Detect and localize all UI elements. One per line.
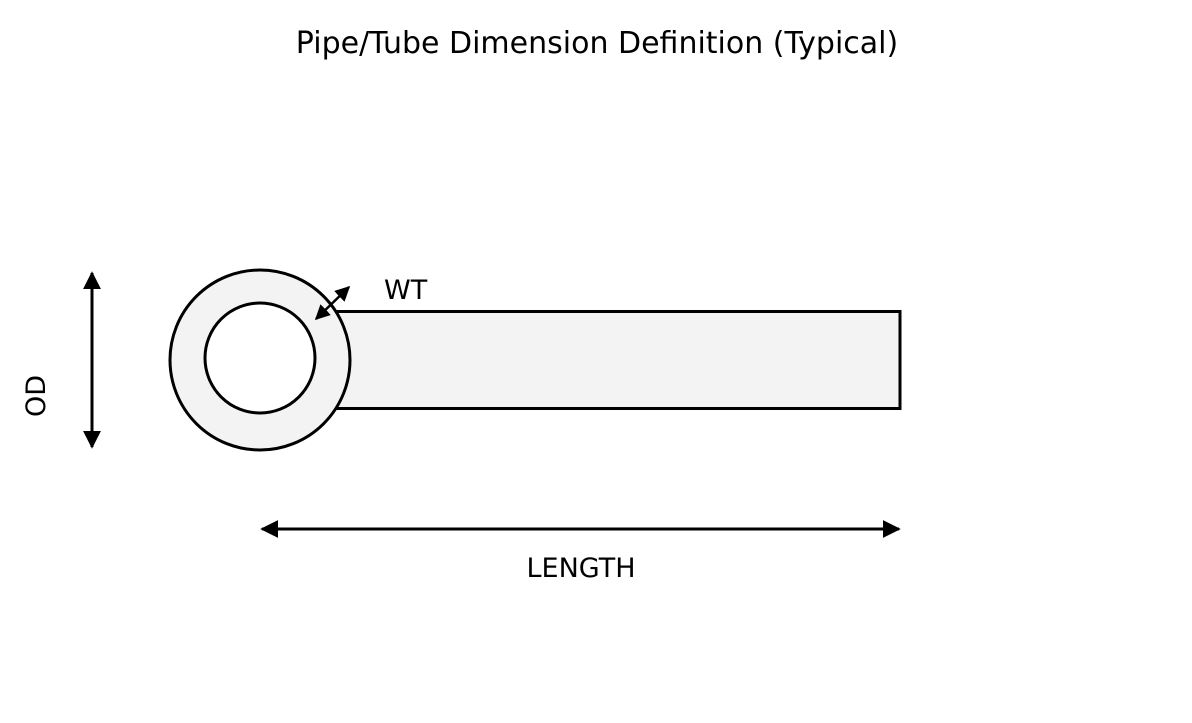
od-label: OD — [21, 375, 52, 417]
wt-dimension-arrow — [314, 285, 351, 321]
length-label: LENGTH — [526, 553, 635, 584]
diagram-title: Pipe/Tube Dimension Definition (Typical) — [296, 26, 898, 61]
pipe-bore-circle — [203, 301, 317, 415]
wt-label: WT — [384, 275, 428, 306]
pipe-body — [328, 310, 902, 410]
